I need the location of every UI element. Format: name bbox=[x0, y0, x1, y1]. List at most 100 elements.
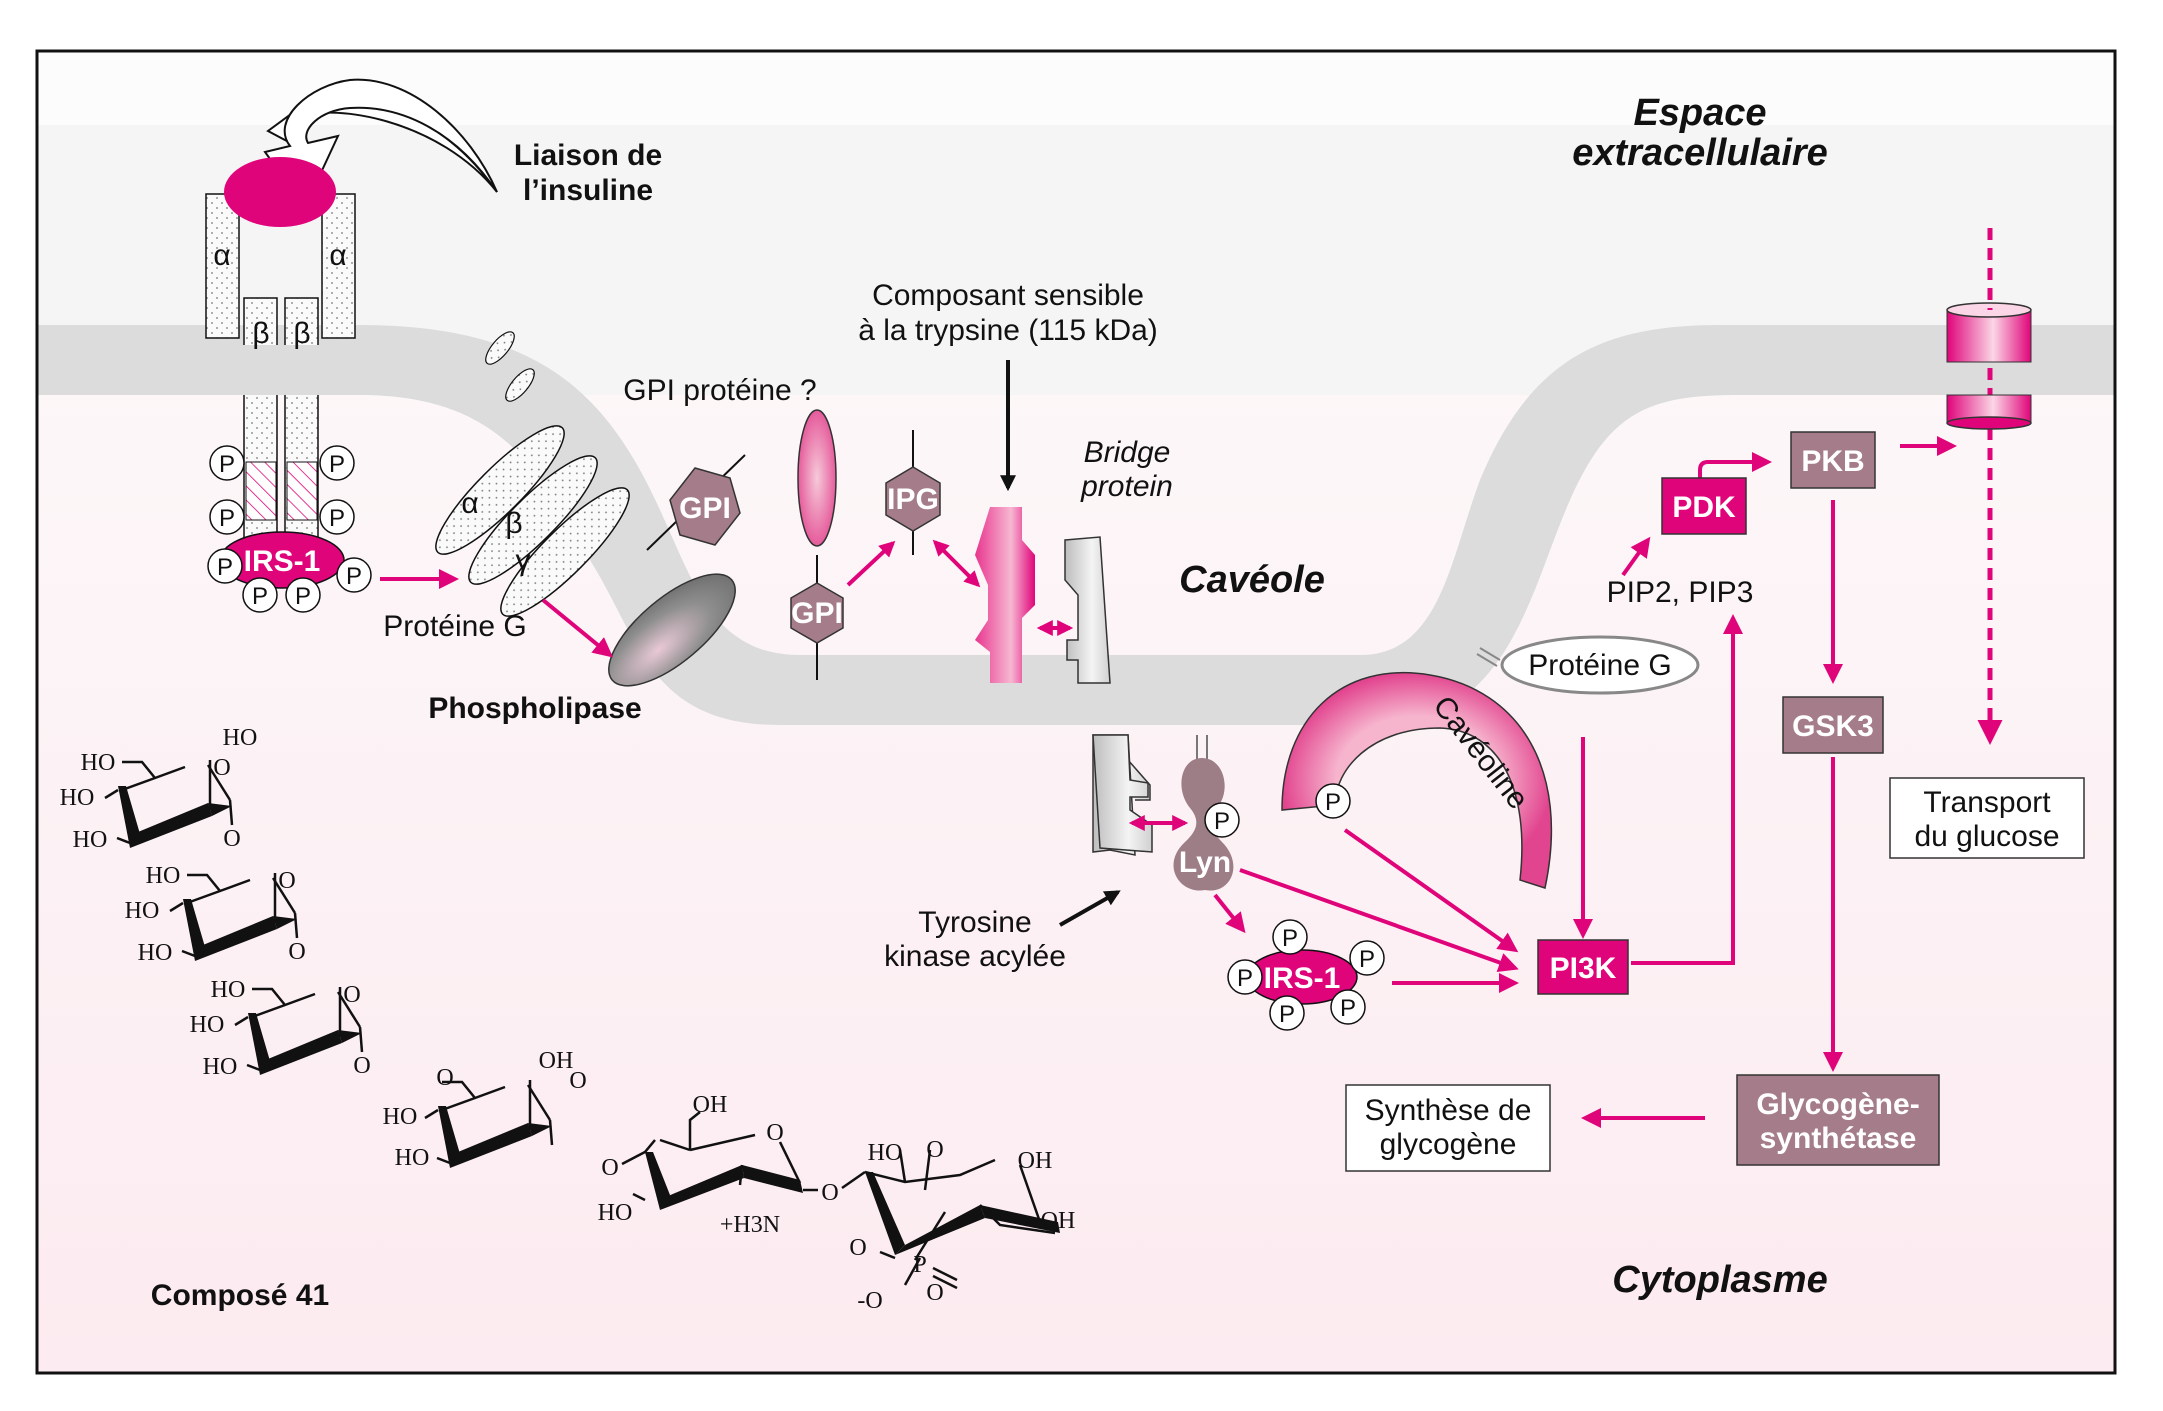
bond bbox=[271, 877, 297, 914]
phospho-group: P bbox=[319, 445, 355, 481]
lyn-body bbox=[1173, 758, 1234, 891]
atom-label: HO bbox=[125, 898, 160, 924]
phospho-group: P bbox=[209, 445, 245, 481]
phospholipase-label: Phospholipase bbox=[428, 692, 641, 725]
caveolin-arc bbox=[1281, 671, 1553, 889]
wedge-bond bbox=[528, 1123, 552, 1136]
gsk3-node: GSK3 bbox=[1782, 696, 1884, 754]
atom-label: O bbox=[601, 1155, 618, 1181]
phospho-group: P bbox=[285, 577, 321, 613]
atom-label: O bbox=[436, 1065, 453, 1091]
atom-label: O bbox=[849, 1235, 866, 1261]
bond bbox=[841, 1170, 866, 1190]
atom-label: OH bbox=[1018, 1148, 1053, 1174]
lyn-to-pi3k-arrow bbox=[1239, 868, 1519, 973]
g-protein-right-label: Protéine G bbox=[1528, 649, 1671, 682]
tyrosine-kinase-arrow bbox=[1059, 890, 1121, 927]
phospho-group: P bbox=[207, 548, 243, 584]
bond bbox=[246, 1063, 261, 1072]
wedge-bond bbox=[118, 786, 140, 848]
ipg-label: IPG bbox=[887, 483, 939, 516]
pip-label: PIP2, PIP3 bbox=[1607, 576, 1754, 609]
g-fragment-1 bbox=[485, 331, 515, 365]
bond bbox=[548, 1119, 554, 1146]
atom-label: OH bbox=[693, 1092, 728, 1118]
g-alpha-label: α bbox=[461, 487, 478, 520]
bond bbox=[864, 1158, 996, 1184]
atom-label: HO bbox=[81, 750, 116, 776]
wedge-bond bbox=[208, 803, 232, 816]
bond bbox=[293, 912, 299, 939]
atom-label: P bbox=[913, 1252, 926, 1278]
compound-41-structure: HOHOHOOOHOHOHOOOHOHOHOOOHOOHOHOHOOOOHOHO… bbox=[60, 725, 1076, 1314]
insulin-molecule bbox=[224, 157, 336, 227]
phospho-label: P bbox=[1325, 789, 1341, 816]
bond bbox=[932, 1266, 958, 1282]
g-protein-right-ellipse bbox=[1500, 635, 1700, 695]
alpha-label-right: α bbox=[329, 239, 346, 272]
bond bbox=[526, 1084, 552, 1121]
trypsin-label: Composant sensible bbox=[872, 279, 1144, 312]
wedge-bond bbox=[248, 1013, 270, 1075]
phospho-label: P bbox=[1214, 808, 1230, 835]
bond bbox=[206, 764, 232, 801]
bond bbox=[336, 991, 362, 1028]
alpha-subunit-left bbox=[205, 193, 240, 339]
wedge-bond bbox=[130, 803, 212, 848]
wedge-bond bbox=[980, 1205, 1060, 1233]
insulin-label: Liaison de bbox=[514, 139, 662, 172]
wedge-bond bbox=[865, 1172, 905, 1255]
bond bbox=[903, 1257, 922, 1286]
gsk3-label: GSK3 bbox=[1792, 710, 1874, 743]
glycogen-synthesis-label: Synthèse de bbox=[1365, 1094, 1532, 1127]
bond bbox=[181, 949, 196, 958]
atom-label: OH bbox=[1041, 1208, 1076, 1234]
tyrosine-kinase-label: Tyrosine bbox=[918, 906, 1031, 939]
glucose-transport-label-2: du glucose bbox=[1914, 820, 2059, 853]
gpi-protein: GPI protéine ? GPI bbox=[623, 374, 844, 680]
compound-label: Composé 41 bbox=[151, 1279, 329, 1312]
irs1-label-left: IRS-1 bbox=[244, 545, 321, 578]
wedge-bond bbox=[195, 916, 277, 961]
extracellular-label-2: extracellulaire bbox=[1572, 132, 1828, 174]
pi3k-node: PI3K bbox=[1537, 939, 1629, 995]
transporter-base bbox=[1946, 416, 2032, 430]
atom-label: O bbox=[213, 755, 230, 781]
glycogen-synthesis-box: Synthèse de glycogène bbox=[1345, 1084, 1551, 1172]
kinase-domain-right bbox=[286, 461, 318, 521]
atom-label: O bbox=[926, 1280, 943, 1306]
phospho-group: P bbox=[1349, 940, 1385, 976]
bond bbox=[234, 1015, 249, 1027]
pdk-node: PDK bbox=[1661, 477, 1747, 535]
pi3k-label: PI3K bbox=[1550, 952, 1617, 985]
phospho-label: P bbox=[219, 505, 235, 532]
wedge-bond bbox=[742, 1165, 803, 1193]
g-protein-left: α β γ Protéine G bbox=[383, 331, 630, 643]
frame-border bbox=[35, 49, 2117, 1375]
gpi-protein-body bbox=[797, 409, 837, 547]
atom-label: HO bbox=[203, 1054, 238, 1080]
phospho-label: P bbox=[1237, 965, 1253, 992]
gprotein-to-phospholipase-arrow bbox=[541, 598, 614, 658]
phospho-label: P bbox=[329, 451, 345, 478]
glycogen-synthase-node: Glycogène- synthétase bbox=[1736, 1074, 1940, 1166]
atom-label: O bbox=[343, 982, 360, 1008]
pkb-label: PKB bbox=[1801, 445, 1864, 478]
phospho-group: P bbox=[242, 577, 278, 613]
atom-label: HO bbox=[598, 1200, 633, 1226]
atom-label: +H3N bbox=[720, 1212, 780, 1238]
atom-label: OH bbox=[539, 1048, 574, 1074]
glycogen-synthesis-label-2: glycogène bbox=[1380, 1128, 1517, 1161]
atom-label: HO bbox=[190, 1012, 225, 1038]
atom-label: HO bbox=[138, 940, 173, 966]
gpi-protein-label: GPI protéine ? bbox=[623, 374, 816, 407]
gpi-hexagon bbox=[669, 467, 741, 546]
phospho-group: P bbox=[336, 557, 372, 593]
phospho-group: P bbox=[319, 499, 355, 535]
atom-label: O bbox=[223, 826, 240, 852]
ipg-hexagon bbox=[885, 466, 941, 532]
trypsin-label-2: à la trypsine (115 kDa) bbox=[858, 314, 1158, 347]
atom-label: O bbox=[569, 1068, 586, 1094]
